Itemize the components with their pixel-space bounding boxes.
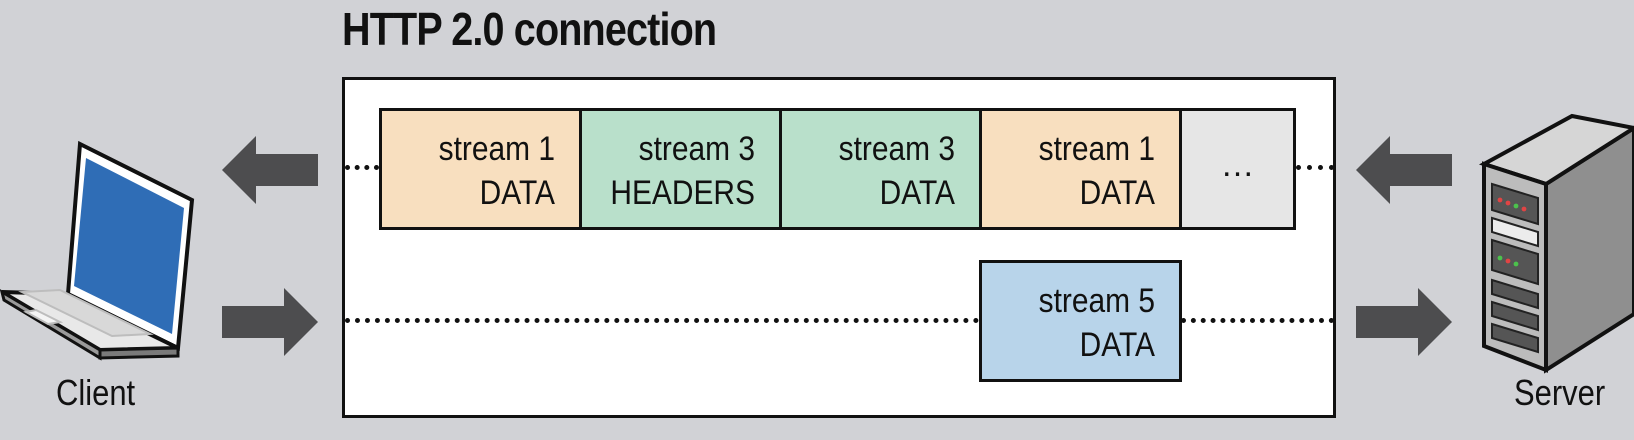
- frame-type-label: DATA: [879, 174, 955, 212]
- client-label: Client: [56, 372, 136, 413]
- arrow-left-icon: [222, 136, 318, 204]
- frame-stream1-data: stream 1 DATA: [979, 108, 1182, 230]
- arrow-left-icon: [1356, 136, 1452, 204]
- frame-stream5-data: stream 5 DATA: [979, 260, 1182, 382]
- bottom-lane-line-right: [1181, 318, 1334, 323]
- laptop-screen: [74, 158, 184, 334]
- frame-stream-label: stream 5: [1038, 282, 1155, 320]
- frame-type-label: DATA: [479, 174, 555, 212]
- top-lane-line-right: [1296, 165, 1334, 170]
- bottom-lane-line-left: [345, 318, 979, 323]
- frame-stream3-headers: stream 3 HEADERS: [579, 108, 782, 230]
- top-lane-line-left: [345, 165, 379, 170]
- server-tower-icon: [1478, 113, 1634, 374]
- frame-ellipsis-label: …: [1220, 146, 1255, 184]
- frame-stream3-data: stream 3 DATA: [779, 108, 982, 230]
- diagram-title: HTTP 2.0 connection: [342, 3, 717, 55]
- frame-stream-label: stream 1: [438, 130, 555, 168]
- arrow-right-icon: [222, 288, 318, 356]
- frame-stream-label: stream 1: [1038, 130, 1155, 168]
- frame-stream-label: stream 3: [838, 130, 955, 168]
- frame-type-label: DATA: [1079, 174, 1155, 212]
- laptop-icon: [0, 140, 195, 361]
- server-label: Server: [1514, 372, 1606, 413]
- frame-type-label: DATA: [1079, 326, 1155, 364]
- frame-stream-label: stream 3: [638, 130, 755, 168]
- arrow-right-icon: [1356, 288, 1452, 356]
- frame-stream1-data: stream 1 DATA: [379, 108, 582, 230]
- frame-ellipsis: …: [1179, 108, 1296, 230]
- frame-type-label: HEADERS: [610, 174, 755, 212]
